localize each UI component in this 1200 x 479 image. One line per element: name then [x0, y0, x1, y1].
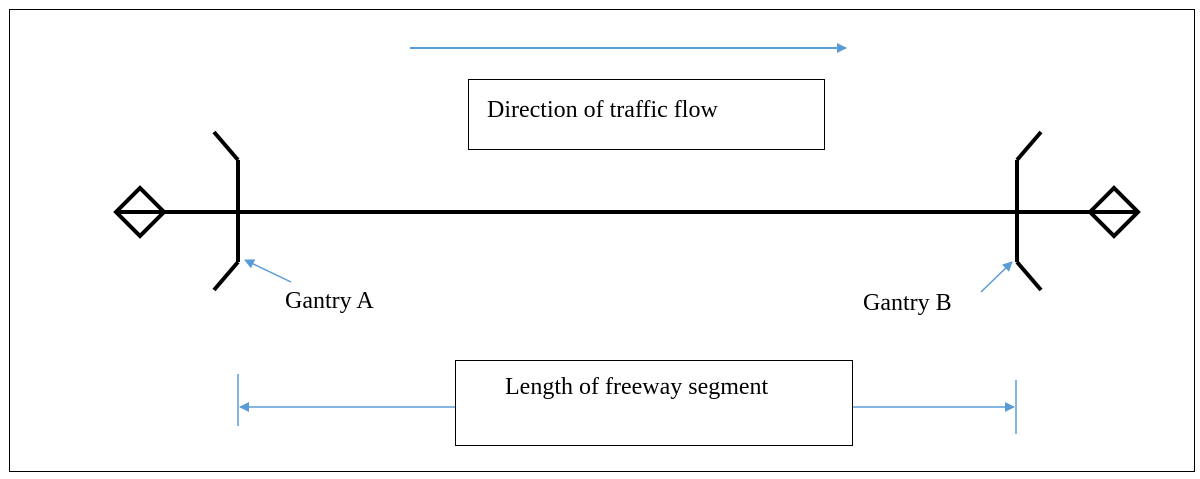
length-label-box: Length of freeway segment	[455, 360, 853, 446]
diagram-frame	[9, 9, 1195, 472]
gantry-a-pointer-arrow	[244, 259, 292, 283]
left-end-diamond	[113, 185, 167, 239]
length-label: Length of freeway segment	[505, 374, 769, 400]
gantry-b-pointer-arrow	[980, 261, 1013, 293]
gantry-a-label: Gantry A	[285, 288, 374, 314]
segment-length-dimension	[237, 374, 1017, 434]
gantry-b-label: Gantry B	[863, 290, 952, 316]
direction-label: Direction of traffic flow	[487, 97, 718, 123]
direction-label-box: Direction of traffic flow	[468, 79, 825, 150]
right-end-diamond	[1087, 185, 1141, 239]
gantry-b-symbol	[1015, 130, 1043, 292]
gantry-a-symbol	[212, 130, 240, 292]
